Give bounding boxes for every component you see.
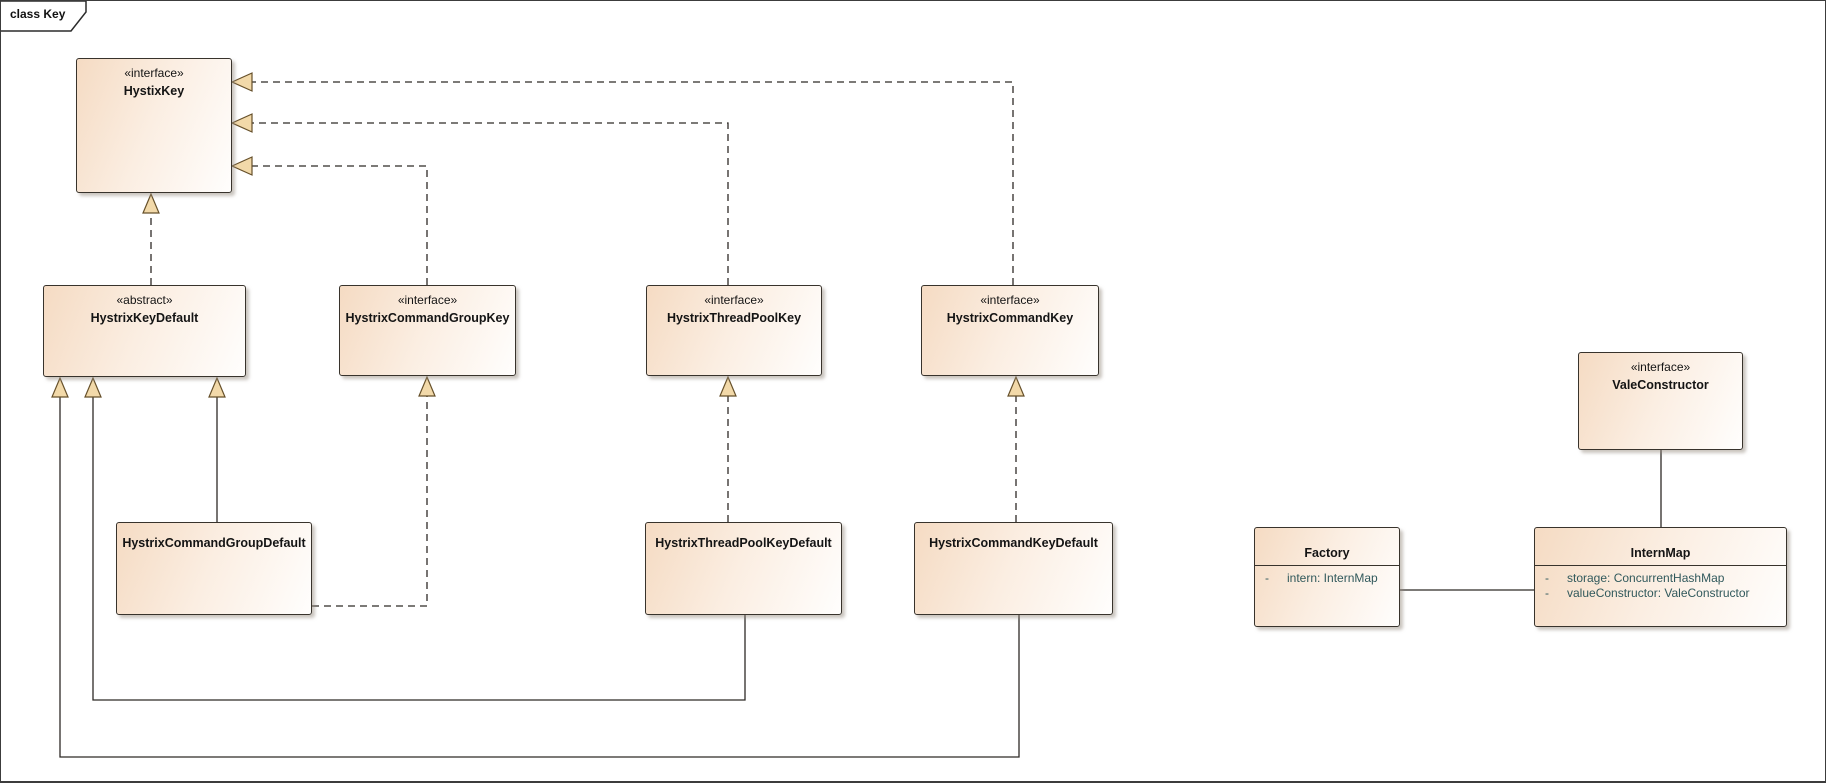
frame-tab bbox=[1, 1, 87, 32]
attribute-visibility: - bbox=[1545, 571, 1549, 585]
generalization-arrowhead-icon bbox=[1007, 375, 1025, 397]
connector-hystrixthreadpoolkey-realizes-hystixkey[interactable] bbox=[252, 122, 729, 285]
class-box-intern-map[interactable]: InternMap - storage: ConcurrentHashMap - va… bbox=[1534, 527, 1787, 627]
attribute-row: - storage: ConcurrentHashMap bbox=[1545, 571, 1782, 586]
class-box-hystix-key[interactable]: «interface» HystixKey bbox=[76, 58, 232, 193]
compartment-divider bbox=[1255, 565, 1399, 566]
class-name: HystrixCommandGroupKey bbox=[345, 311, 510, 325]
class-name: HystrixCommandGroupDefault bbox=[122, 536, 306, 550]
attribute-text: storage: ConcurrentHashMap bbox=[1567, 571, 1725, 585]
class-name: HystrixCommandKey bbox=[946, 311, 1074, 325]
class-name: HystrixThreadPoolKeyDefault bbox=[655, 536, 832, 550]
attribute-text: intern: InternMap bbox=[1287, 571, 1378, 585]
class-box-hystrix-thread-pool-key[interactable]: «interface» HystrixThreadPoolKey bbox=[646, 285, 822, 376]
attribute-visibility: - bbox=[1265, 571, 1269, 585]
connector-hystrixcommandgroupkey-realizes-hystixkey[interactable] bbox=[252, 165, 428, 285]
class-box-hystrix-thread-pool-key-default[interactable]: HystrixThreadPoolKeyDefault bbox=[645, 522, 842, 615]
class-name: Factory bbox=[1304, 545, 1350, 560]
generalization-arrowhead-icon bbox=[84, 376, 102, 398]
attribute-list: - intern: InternMap bbox=[1255, 566, 1399, 586]
class-box-hystrix-key-default[interactable]: «abstract» HystrixKeyDefault bbox=[43, 285, 246, 377]
generalization-arrowhead-icon bbox=[230, 113, 253, 133]
attribute-list: - storage: ConcurrentHashMap - valueConstru… bbox=[1535, 566, 1786, 601]
class-box-vale-constructor[interactable]: «interface» ValeConstructor bbox=[1578, 352, 1743, 450]
stereotype-label: «abstract» bbox=[116, 293, 173, 307]
connector-hystrixcommandgroupdefault-realizes-hystrixcommandgroupkey[interactable] bbox=[312, 396, 428, 607]
class-name: HystixKey bbox=[123, 84, 185, 98]
generalization-arrowhead-icon bbox=[230, 156, 253, 176]
frame-label: class Key bbox=[10, 7, 66, 21]
compartment-divider bbox=[1535, 565, 1786, 566]
class-name: HystrixCommandKeyDefault bbox=[929, 536, 1098, 550]
stereotype-label: «interface» bbox=[980, 293, 1040, 307]
connector-hystrixcommandkey-realizes-hystixkey[interactable] bbox=[252, 81, 1014, 285]
generalization-arrowhead-icon bbox=[51, 376, 69, 398]
class-box-hystrix-command-key[interactable]: «interface» HystrixCommandKey bbox=[921, 285, 1099, 376]
class-box-hystrix-command-key-default[interactable]: HystrixCommandKeyDefault bbox=[914, 522, 1113, 615]
class-box-factory[interactable]: Factory - intern: InternMap bbox=[1254, 527, 1400, 627]
generalization-arrowhead-icon bbox=[208, 376, 226, 398]
connector-hystrixcommandkeydefault-extends-hystrixkeydefault[interactable] bbox=[59, 397, 1020, 758]
stereotype-label: «interface» bbox=[124, 66, 184, 80]
stereotype-label: «interface» bbox=[397, 293, 458, 307]
class-name: HystrixThreadPoolKey bbox=[666, 311, 802, 325]
generalization-arrowhead-icon bbox=[418, 375, 436, 397]
attribute-text: valueConstructor: ValeConstructor bbox=[1567, 586, 1750, 600]
generalization-arrowhead-icon bbox=[142, 192, 160, 214]
class-name: ValeConstructor bbox=[1612, 378, 1709, 392]
class-box-hystrix-command-group-default[interactable]: HystrixCommandGroupDefault bbox=[116, 522, 312, 615]
generalization-arrowhead-icon bbox=[230, 72, 253, 92]
class-name: InternMap bbox=[1630, 545, 1691, 560]
class-name: HystrixKeyDefault bbox=[90, 311, 199, 325]
attribute-visibility: - bbox=[1545, 586, 1549, 600]
connector-hystrixthreadpoolkeydefault-extends-hystrixkeydefault[interactable] bbox=[92, 397, 746, 701]
attribute-row: - valueConstructor: ValeConstructor bbox=[1545, 586, 1782, 601]
attribute-row: - intern: InternMap bbox=[1265, 571, 1395, 586]
frame-tab-shape bbox=[1, 1, 87, 32]
generalization-arrowhead-icon bbox=[719, 375, 737, 397]
stereotype-label: «interface» bbox=[704, 293, 764, 307]
stereotype-label: «interface» bbox=[1630, 360, 1691, 374]
class-box-hystrix-command-group-key[interactable]: «interface» HystrixCommandGroupKey bbox=[339, 285, 516, 376]
